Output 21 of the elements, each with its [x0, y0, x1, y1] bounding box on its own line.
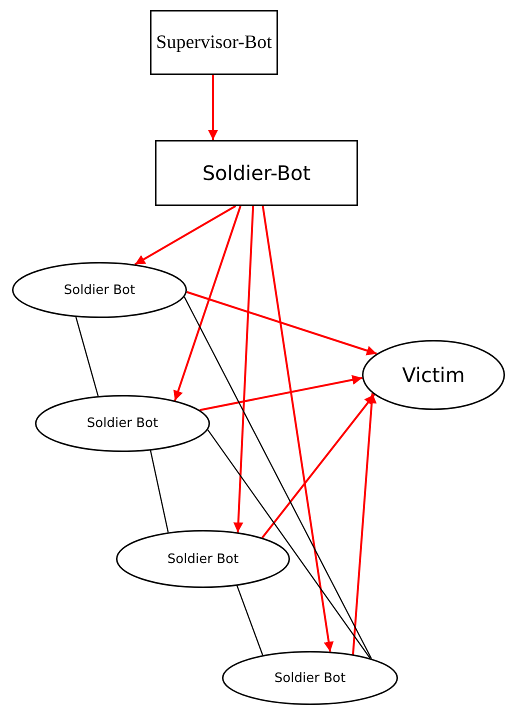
connector-line	[184, 296, 372, 659]
node-label: Soldier-Bot	[202, 161, 311, 185]
node-label: Soldier Bot	[167, 552, 239, 566]
node-label: Supervisor-Bot	[156, 32, 272, 54]
node-label: Soldier Bot	[64, 282, 136, 298]
connector-line	[75, 316, 99, 396]
arrow	[262, 206, 334, 652]
node-label: Victim	[402, 363, 465, 387]
arrow	[200, 374, 362, 412]
arrow	[352, 393, 377, 655]
connector-line	[207, 429, 371, 659]
arrow	[261, 394, 376, 538]
arrow	[208, 75, 218, 140]
node-label: Soldier Bot	[274, 670, 346, 686]
connector-line	[236, 585, 264, 656]
arrow	[173, 206, 242, 401]
arrow	[186, 291, 377, 356]
arrow	[233, 206, 254, 532]
node-label: Soldier Bot	[86, 416, 158, 431]
connector-line	[150, 450, 169, 533]
arrow	[134, 205, 236, 266]
